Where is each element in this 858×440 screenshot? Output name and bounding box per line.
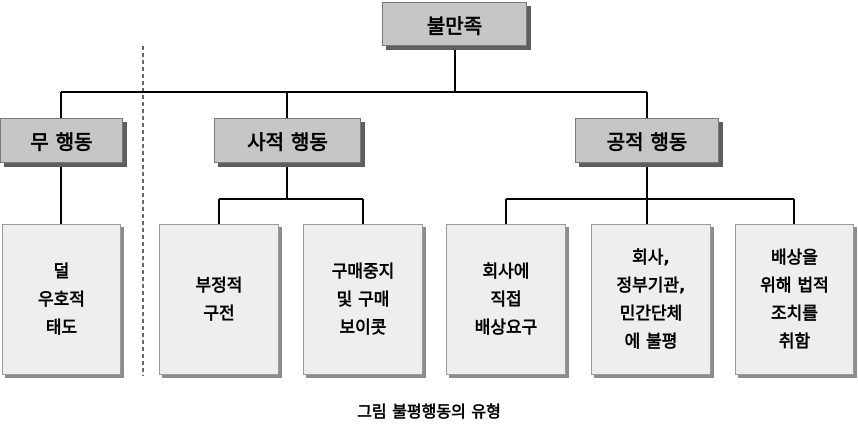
leaf-less-favorable-attitude: 덜 우호적 태도 (2, 224, 121, 375)
leaf-complain-to-agencies: 회사, 정부기관, 민간단체 에 불평 (591, 224, 711, 375)
root-node: 불만족 (382, 2, 527, 46)
leaf-negative-word-of-mouth: 부정적 구전 (159, 224, 279, 375)
leaf-legal-action: 배상을 위해 법적 조치를 취함 (735, 224, 854, 375)
category-no-action: 무 행동 (0, 118, 123, 163)
category-private-action: 사적 행동 (214, 118, 361, 163)
figure-caption: 그림 불평행동의 유형 (357, 402, 501, 421)
leaf-direct-compensation: 회사에 직접 배상요구 (446, 224, 566, 375)
category-public-action: 공적 행동 (575, 118, 719, 163)
leaf-boycott: 구매중지 및 구매 보이콧 (303, 224, 423, 375)
